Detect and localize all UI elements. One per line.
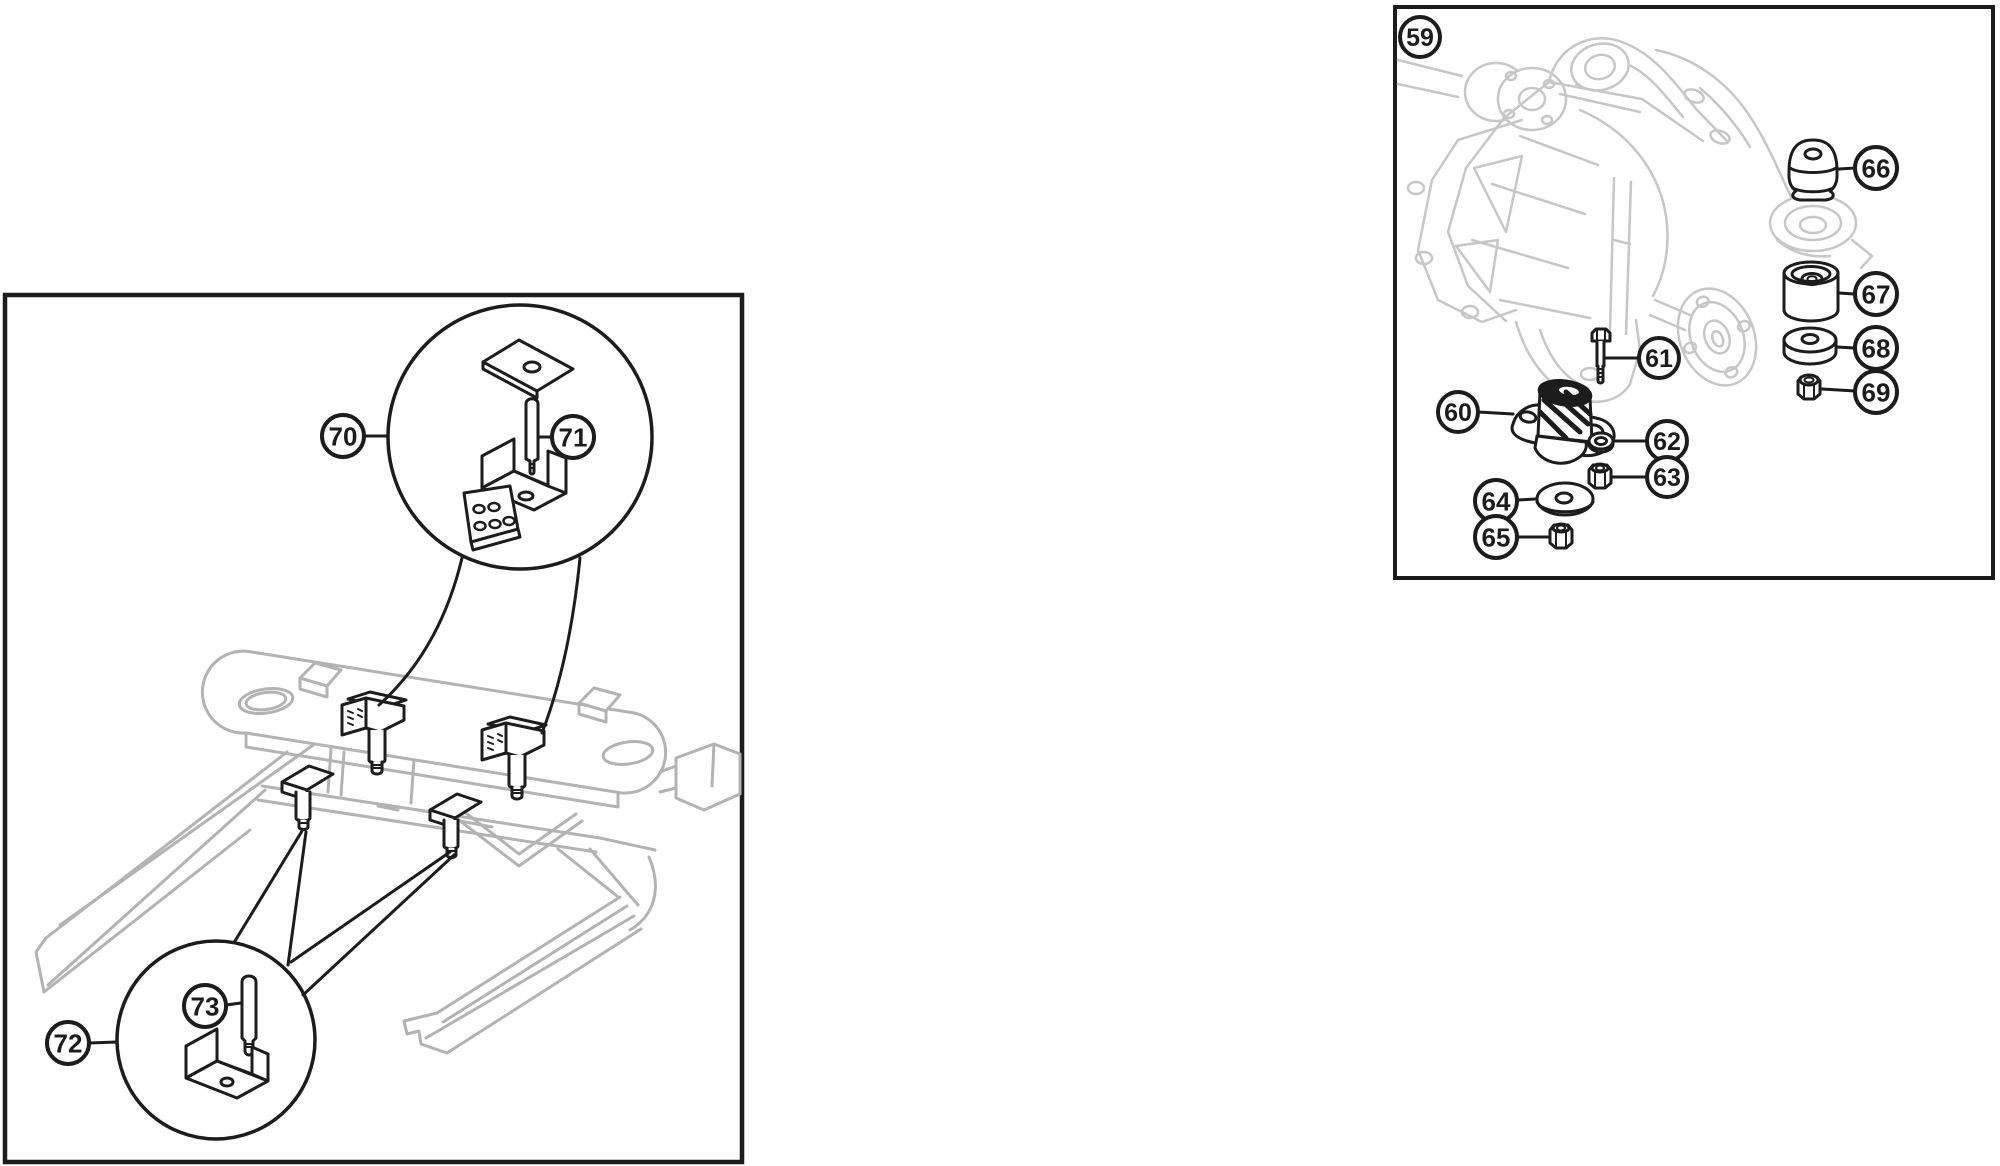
detail-circle-bottom bbox=[115, 939, 317, 1141]
leader-66 bbox=[1837, 166, 1857, 171]
callouts-subframe: 70 71 72 73 bbox=[45, 413, 596, 1066]
differential-housing bbox=[1396, 37, 1874, 404]
callout-73-circle bbox=[182, 983, 228, 1029]
callout-71-circle bbox=[550, 414, 596, 460]
callout-61-circle bbox=[1637, 336, 1681, 380]
u-bracket-hole bbox=[517, 490, 535, 502]
crossmember-tab-right bbox=[577, 686, 622, 713]
callout-68-number: 68 bbox=[1862, 333, 1891, 363]
callout-65-circle bbox=[1473, 514, 1519, 560]
leader-lines-left bbox=[87, 434, 582, 1045]
leader-lines-right bbox=[1476, 166, 1857, 539]
callout-72-circle bbox=[45, 1020, 91, 1066]
bracket-stud-2 bbox=[480, 715, 548, 801]
leader-67 bbox=[1837, 291, 1856, 296]
nut-69 bbox=[1796, 373, 1822, 401]
callouts-differential: 59 60 61 62 63 64 65 66 67 68 69 bbox=[1398, 15, 1899, 560]
callout-59-number: 59 bbox=[1406, 24, 1434, 52]
bracket-stud-1 bbox=[340, 690, 408, 776]
nut-63 bbox=[1587, 462, 1613, 490]
panel-differential-border bbox=[1393, 5, 1995, 580]
callout-73: 73 bbox=[182, 983, 228, 1029]
tail-to-bracket-1 bbox=[377, 556, 464, 707]
nut-65 bbox=[1548, 522, 1574, 550]
leader-73 bbox=[224, 1001, 243, 1007]
mount-brackets bbox=[280, 690, 548, 859]
mount-lug bbox=[1768, 193, 1858, 253]
leader-60 bbox=[1476, 410, 1515, 416]
bracket-stud-3 bbox=[280, 764, 335, 831]
pointer-bracket3-b bbox=[286, 830, 308, 967]
callout-70-number: 70 bbox=[329, 421, 358, 451]
callout-69-circle bbox=[1853, 369, 1899, 415]
crossmember-tab-left bbox=[298, 661, 343, 688]
callout-66: 66 bbox=[1853, 145, 1899, 191]
pointer-bracket4-b bbox=[301, 853, 456, 997]
frame-right-wing bbox=[674, 742, 742, 812]
panel-subframe-border bbox=[2, 292, 745, 1165]
crossmember-left-eye bbox=[237, 687, 295, 715]
callout-67-circle bbox=[1853, 271, 1899, 317]
callout-64-number: 64 bbox=[1482, 486, 1511, 516]
washer-68 bbox=[1782, 326, 1838, 366]
callout-65: 65 bbox=[1473, 514, 1519, 560]
callout-61: 61 bbox=[1637, 336, 1681, 380]
callout-71: 71 bbox=[550, 414, 596, 460]
callout-69-number: 69 bbox=[1862, 377, 1891, 407]
callout-59: 59 bbox=[1398, 15, 1442, 59]
detail-circle-top bbox=[386, 303, 654, 571]
pad-plate bbox=[481, 338, 575, 393]
bushing-67 bbox=[1782, 260, 1840, 323]
tail-to-bracket-2 bbox=[540, 556, 582, 735]
callout-71-number: 71 bbox=[559, 422, 588, 452]
panel-differential: 59 60 61 62 63 64 65 66 67 68 69 bbox=[1393, 5, 1995, 580]
callout-60-number: 60 bbox=[1444, 399, 1472, 427]
panel-subframe: 70 71 72 73 bbox=[2, 292, 745, 1165]
callout-61-number: 61 bbox=[1645, 345, 1673, 373]
hardware-parts bbox=[1510, 138, 1840, 550]
callout-63-number: 63 bbox=[1653, 464, 1681, 492]
callout-68: 68 bbox=[1853, 325, 1899, 371]
callout-66-number: 66 bbox=[1862, 153, 1891, 183]
callout-62-number: 62 bbox=[1653, 428, 1681, 456]
callout-73-number: 73 bbox=[191, 991, 220, 1021]
leader-68 bbox=[1835, 345, 1856, 350]
leader-72 bbox=[87, 1040, 119, 1045]
callout-72: 72 bbox=[45, 1020, 91, 1066]
callout-64: 64 bbox=[1473, 478, 1519, 524]
frame-right-rail bbox=[435, 895, 622, 1015]
leader-64 bbox=[1516, 497, 1538, 502]
callout-60: 60 bbox=[1436, 390, 1480, 434]
chassis-frame bbox=[34, 649, 742, 1055]
bolt-61 bbox=[1590, 327, 1612, 385]
stud-pin-71 bbox=[524, 397, 540, 476]
washer-64 bbox=[1535, 481, 1595, 517]
callout-67-number: 67 bbox=[1862, 279, 1891, 309]
crossmember-right-eye bbox=[601, 740, 655, 766]
rubber-mount-66 bbox=[1787, 138, 1839, 202]
pointer-bracket3-a bbox=[233, 829, 304, 943]
bracket-stud-4 bbox=[428, 792, 483, 859]
callout-70-circle bbox=[320, 413, 366, 459]
callout-69: 69 bbox=[1853, 369, 1899, 415]
leader-69 bbox=[1820, 387, 1857, 393]
washer-62 bbox=[1587, 431, 1615, 454]
callout-67: 67 bbox=[1853, 271, 1899, 317]
callout-65-number: 65 bbox=[1482, 522, 1511, 552]
callout-72-number: 72 bbox=[54, 1028, 83, 1058]
callout-63-circle bbox=[1645, 455, 1689, 499]
callout-63: 63 bbox=[1645, 455, 1689, 499]
frame-lower-rail bbox=[260, 784, 657, 852]
callout-66-circle bbox=[1853, 145, 1899, 191]
pointer-bracket4-a bbox=[289, 850, 452, 964]
callout-60-circle bbox=[1436, 390, 1480, 434]
crossmember bbox=[200, 649, 668, 795]
u-channel-hole bbox=[219, 1076, 235, 1088]
callout-59-circle bbox=[1398, 15, 1442, 59]
callout-70: 70 bbox=[320, 413, 366, 459]
pad-plate-hole bbox=[522, 360, 542, 374]
